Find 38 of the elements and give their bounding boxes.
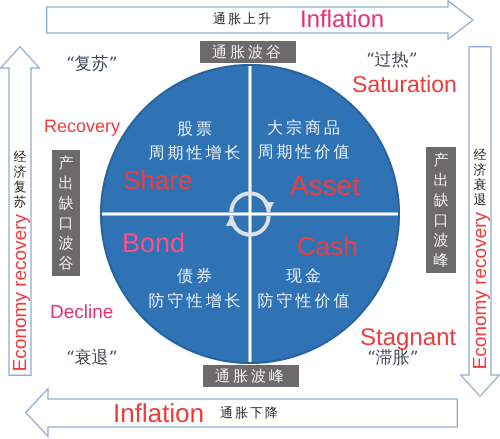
quadrant-subtitle: 防守性增长	[148, 293, 244, 309]
arrow-label: 通胀上升	[213, 13, 273, 26]
quadrant-subtitle: 周期性增长	[148, 145, 244, 161]
phase-label: “过热”	[366, 52, 418, 69]
phase-label: “滞胀”	[367, 350, 418, 367]
curved-arrow	[229, 191, 274, 214]
english-caption: Asset	[290, 172, 360, 200]
english-caption: Saturation	[352, 73, 457, 96]
direction-arrow	[46, 0, 474, 40]
stage-tag: 通胀波峰	[203, 365, 299, 387]
arrow-label: 经济衰退	[474, 148, 486, 208]
english-caption: Decline	[50, 303, 114, 322]
english-caption: Share	[123, 167, 192, 193]
english-caption: Inflation	[300, 8, 384, 32]
quadrant-title: 债券	[177, 268, 215, 284]
direction-arrow	[460, 46, 500, 397]
english-caption: Economy recovery	[10, 214, 30, 372]
arrow-label: 经济复苏	[14, 150, 26, 210]
quadrant-subtitle: 防守性价值	[258, 293, 352, 309]
english-caption: Cash	[297, 233, 358, 259]
curved-arrow	[226, 214, 271, 237]
english-caption: Recovery	[44, 117, 120, 135]
english-caption: Stagnant	[360, 326, 456, 350]
arrow-label: 通胀下降	[220, 407, 280, 420]
quadrant-title: 大宗商品	[267, 120, 343, 136]
quadrant-title: 现金	[286, 268, 324, 284]
direction-arrow	[25, 388, 458, 437]
quadrant-subtitle: 周期性价值	[258, 144, 352, 160]
quadrant-title: 股票	[177, 121, 215, 137]
phase-label: “复苏”	[66, 56, 118, 73]
english-caption: Bond	[122, 230, 186, 257]
stage-tag: 产出缺口波峰	[426, 147, 456, 273]
phase-label: “衰退”	[66, 350, 118, 367]
english-caption: Inflation	[113, 400, 204, 426]
stage-tag: 通胀波谷	[200, 41, 296, 63]
stage-tag: 产出缺口波谷	[52, 150, 80, 276]
direction-arrow	[0, 46, 40, 376]
english-caption: Economy recovery	[470, 212, 490, 370]
